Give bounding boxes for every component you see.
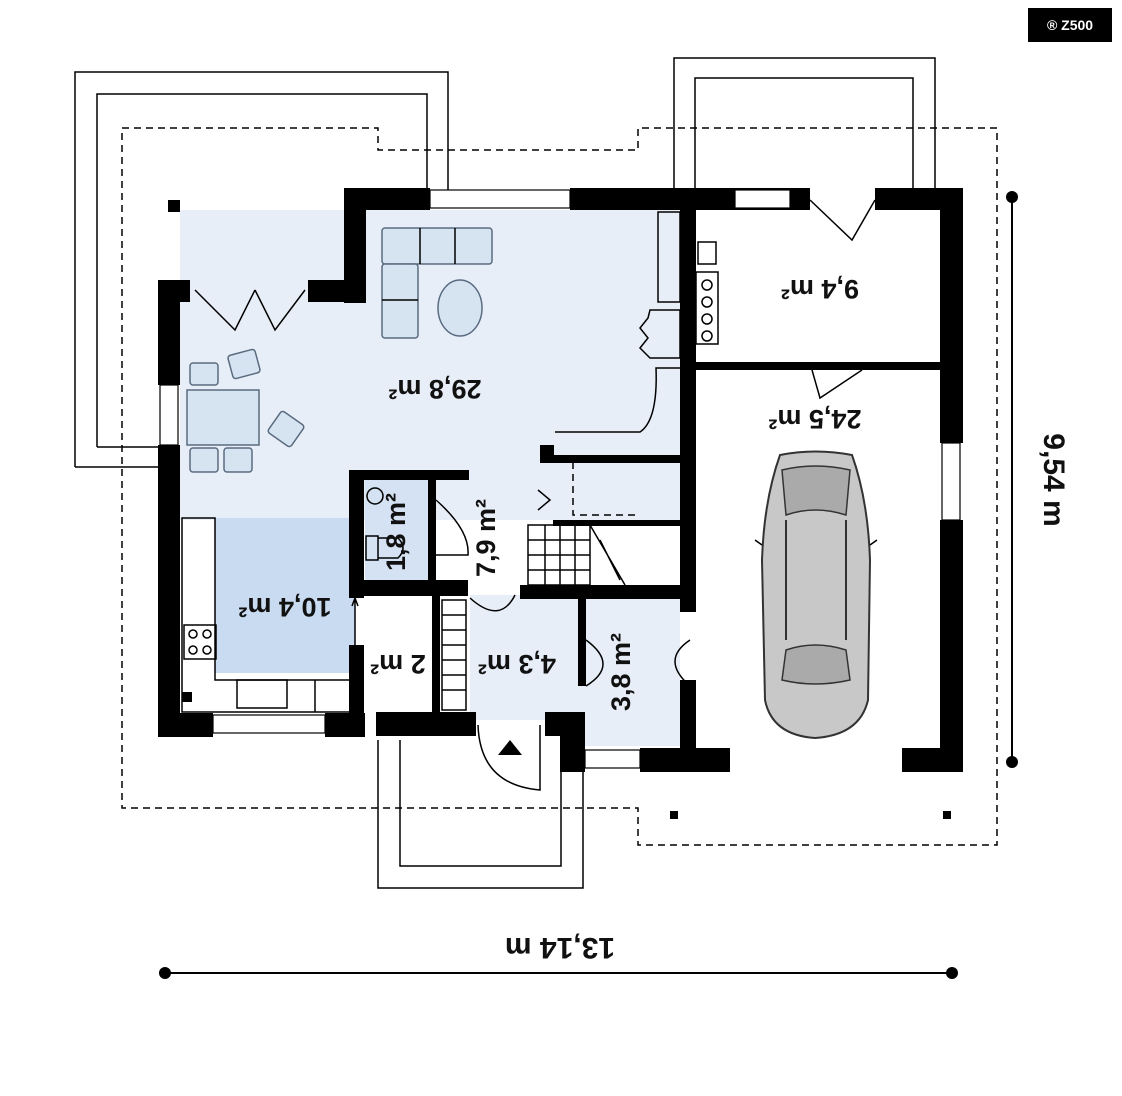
carport-post: [943, 811, 951, 819]
wall: [325, 713, 365, 737]
wall: [902, 748, 963, 772]
garage-area: 24,5 m²: [768, 404, 861, 434]
window: [429, 189, 571, 209]
vestibule-area: 4,3 m²: [478, 649, 556, 679]
window: [159, 384, 179, 446]
garden-door: [809, 199, 876, 242]
entrance-arrow-icon: [498, 740, 522, 755]
storage-area: 3,8 m²: [606, 633, 636, 711]
wall: [349, 470, 364, 598]
wall: [364, 580, 468, 596]
staircase: [527, 489, 626, 586]
kitchen-counter: [181, 517, 351, 713]
roof-outline: [121, 127, 998, 846]
depth-label: 9,54 m: [1037, 433, 1070, 526]
wall: [680, 200, 696, 612]
wall: [545, 712, 583, 736]
depth-dimension: [1006, 191, 1018, 768]
wall: [680, 680, 696, 772]
living-room-area: 29,8 m²: [388, 374, 481, 404]
wall: [344, 188, 366, 303]
wall: [158, 445, 180, 737]
wc-door: [435, 499, 469, 556]
kitchen-floor: [215, 518, 355, 673]
wall: [158, 713, 213, 737]
boiler-icon: [695, 241, 719, 345]
wall: [428, 480, 436, 580]
carport-pergola-inner: [694, 77, 914, 190]
hall-area: 7,9 m²: [471, 499, 501, 577]
wall: [349, 470, 469, 480]
porch-inner: [399, 740, 562, 867]
toilet-icon: [365, 535, 404, 561]
wall: [376, 712, 476, 736]
wall: [553, 455, 683, 463]
entrance-door: [477, 724, 541, 791]
wall: [540, 445, 554, 463]
pergola-post: [168, 200, 180, 212]
wall: [308, 280, 366, 302]
dining-table-icon: [186, 348, 305, 473]
wall: [553, 520, 683, 526]
wall: [578, 598, 586, 686]
coffee-table-icon: [437, 279, 483, 337]
stair-outline: [572, 462, 640, 516]
wall: [940, 188, 963, 443]
wc-floor: [365, 480, 435, 580]
width-label: 13,14 m: [505, 931, 615, 964]
storage-garage-door: [674, 639, 691, 687]
window: [584, 749, 641, 769]
vestibule-floor: [470, 595, 585, 720]
closet-area: 2 m²: [370, 649, 426, 679]
sliding-door: [351, 595, 359, 645]
hall-door: [469, 594, 516, 612]
garage-inner-door: [811, 369, 863, 400]
wardrobe: [441, 599, 467, 711]
car-icon: [754, 450, 878, 740]
wall: [432, 596, 440, 712]
window: [941, 442, 961, 521]
sofa-icon: [381, 227, 493, 339]
wall: [940, 520, 963, 772]
window: [212, 714, 326, 734]
wall: [520, 585, 695, 599]
wc-area: 1,8 m²: [381, 493, 411, 571]
boiler-room-area: 9,4 m²: [781, 274, 859, 304]
sink-icon: [366, 487, 384, 505]
porch-outer: [377, 740, 584, 889]
terrace-pergola-outer: [74, 71, 449, 467]
carport-post: [670, 811, 678, 819]
window: [734, 189, 791, 209]
wall: [349, 645, 364, 713]
watermark-badge: ® Z500: [1028, 8, 1112, 42]
wall: [158, 280, 180, 385]
width-dimension: [159, 967, 958, 979]
terrace-pergola-inner: [96, 93, 428, 447]
carport-pergola-outer: [673, 57, 936, 190]
terrace-door: [194, 289, 306, 332]
kitchen-area: 10,4 m²: [238, 592, 331, 622]
fireplace-icon: [555, 211, 682, 433]
storage-door: [585, 639, 604, 687]
wall: [696, 362, 940, 370]
